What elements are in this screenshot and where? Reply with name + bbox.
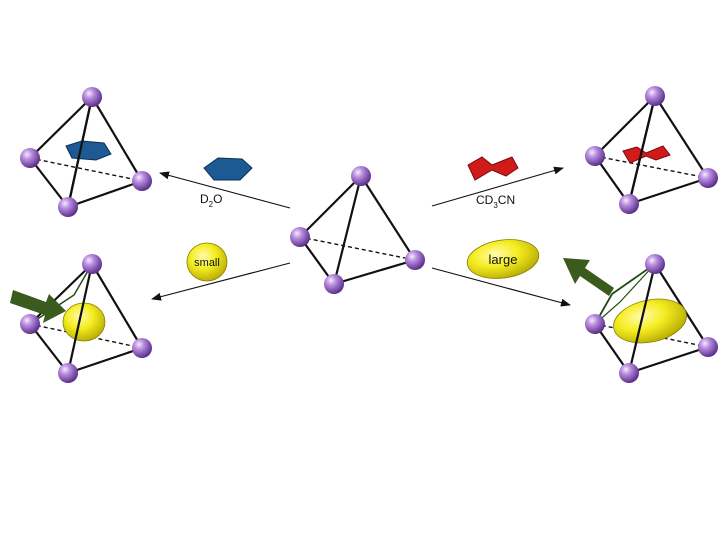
ellipsoid-guest-icon: [186, 242, 228, 282]
vertex-sphere: [585, 314, 605, 334]
reaction-arrow-icon: [431, 166, 564, 207]
bowtie-guest-icon: [467, 156, 519, 181]
vertex-sphere: [324, 274, 344, 294]
ellipsoid-guest-icon: [466, 239, 540, 279]
vertex-sphere: [619, 363, 639, 383]
label-large: large: [489, 252, 518, 267]
vertex-sphere: [20, 314, 40, 334]
center-cage: [290, 166, 425, 294]
vertex-sphere: [290, 227, 310, 247]
vertex-sphere: [58, 363, 78, 383]
cage-hexagon-guest: [20, 87, 152, 217]
vertex-sphere: [20, 148, 40, 168]
vertex-sphere: [132, 338, 152, 358]
reaction-arrow-icon: [431, 267, 571, 307]
reaction-arrows: [151, 166, 571, 307]
reaction-arrow-icon: [151, 262, 291, 301]
vertex-sphere: [405, 250, 425, 270]
label-cd3cn: CD3CN: [476, 193, 515, 210]
vertex-sphere: [585, 146, 605, 166]
vertex-sphere: [619, 194, 639, 214]
vertex-sphere: [132, 171, 152, 191]
reaction-arrow-icon: [159, 171, 291, 209]
vertex-sphere: [82, 87, 102, 107]
vertex-sphere: [58, 197, 78, 217]
cage-small-guest: [10, 254, 152, 383]
vertex-sphere: [698, 168, 718, 188]
cage-large-guest: [563, 254, 718, 383]
hexagon-guest-icon: [203, 157, 253, 181]
squeeze-arrow-icon: [10, 290, 66, 323]
vertex-sphere: [82, 254, 102, 274]
vertex-sphere: [698, 337, 718, 357]
vertex-sphere: [645, 254, 665, 274]
vertex-sphere: [645, 86, 665, 106]
label-d2o: D2O: [200, 192, 222, 209]
cage-bowtie-guest: [585, 86, 718, 214]
label-small: small: [194, 257, 220, 269]
squeeze-arrow-icon: [563, 258, 614, 296]
vertex-sphere: [351, 166, 371, 186]
